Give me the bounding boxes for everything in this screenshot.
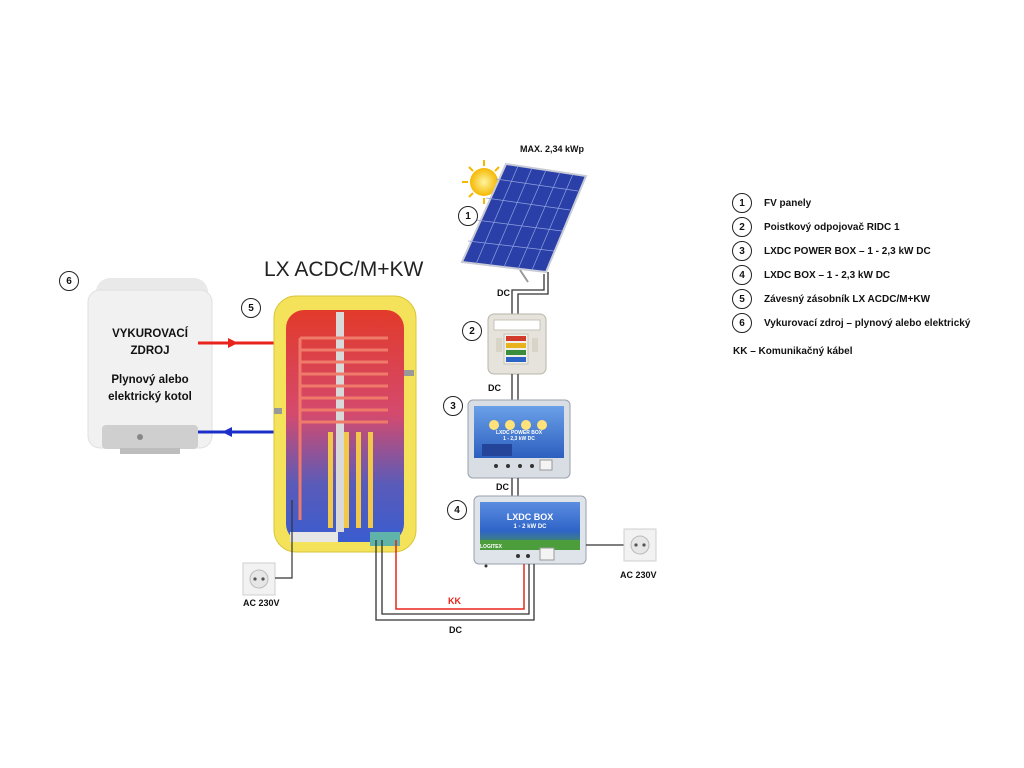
kk-label: KK (448, 596, 461, 606)
ac-socket-right (623, 528, 657, 562)
legend-text: Vykurovací zdroj – plynový alebo elektri… (764, 317, 971, 329)
dc-cable-panel-b (511, 274, 545, 316)
pv-panel (460, 162, 588, 283)
heat-source-line3: Plynový alebo (111, 374, 189, 386)
legend-text: LXDC BOX – 1 - 2,3 kW DC (764, 269, 891, 281)
marker-5: 5 (241, 298, 261, 318)
legend-note: KK – Komunikačný kábel (733, 346, 853, 357)
lxdc-box-range: 1 - 2 kW DC (513, 524, 547, 530)
legend-item-5: 5 Závesný zásobník LX ACDC/M+KW (732, 288, 930, 310)
cold-pipe-arrow (222, 427, 232, 437)
dc-label-powerbox: DC (496, 482, 509, 492)
marker-6: 6 (59, 271, 79, 291)
ac-label-left: AC 230V (243, 598, 280, 608)
power-box-name: LXDC POWER BOX (495, 430, 543, 436)
legend-text: Závesný zásobník LX ACDC/M+KW (764, 293, 931, 305)
heat-source-line2: ZDROJ (130, 345, 170, 357)
water-tank (273, 295, 417, 553)
legend-text: FV panely (764, 197, 812, 209)
fuse-disconnector (487, 313, 547, 375)
lxdc-box (473, 495, 587, 568)
legend-number: 4 (732, 265, 752, 285)
power-box-range: 1 - 2,3 kW DC (503, 436, 535, 442)
marker-2: 2 (462, 321, 482, 341)
legend-number: 6 (732, 313, 752, 333)
legend-number: 2 (732, 217, 752, 237)
marker-4: 4 (447, 500, 467, 520)
dc-cable-panel-a (517, 272, 549, 316)
tank-model-title: LX ACDC/M+KW (264, 258, 424, 281)
power-box-label: LXDC POWER BOX 1 - 2,3 kW DC (474, 430, 564, 442)
ac-socket-left (242, 562, 276, 596)
ac-cable-left (275, 500, 293, 579)
dc-cable-tank-a (381, 540, 530, 615)
dc-cable-tank-b (375, 540, 535, 621)
legend-number: 3 (732, 241, 752, 261)
legend-number: 5 (732, 289, 752, 309)
ac-label-right: AC 230V (620, 570, 657, 580)
lxdc-box-label: LXDC BOX 1 - 2 kW DC (480, 512, 580, 532)
lxdc-box-name: LXDC BOX (506, 512, 554, 522)
legend-item-2: 2 Poistkový odpojovač RIDC 1 (732, 216, 900, 238)
legend-number: 1 (732, 193, 752, 213)
hot-pipe-arrow (228, 338, 238, 348)
lxdc-power-box (467, 399, 571, 479)
dc-label-panel: DC (497, 288, 510, 298)
max-power-label: MAX. 2,34 kWp (520, 144, 585, 154)
heat-source-line4: elektrický kotol (108, 391, 192, 403)
legend-item-3: 3 LXDC POWER BOX – 1 - 2,3 kW DC (732, 240, 931, 262)
sun-icon (462, 160, 506, 204)
marker-1: 1 (458, 206, 478, 226)
legend-item-6: 6 Vykurovací zdroj – plynový alebo elekt… (732, 312, 970, 334)
heat-source-line1: VYKUROVACÍ (112, 328, 188, 340)
legend-item-4: 4 LXDC BOX – 1 - 2,3 kW DC (732, 264, 890, 286)
legend-text: Poistkový odpojovač RIDC 1 (764, 221, 900, 233)
marker-3: 3 (443, 396, 463, 416)
dc-label-bottom: DC (449, 625, 462, 635)
heat-source-title: VYKUROVACÍ ZDROJ (88, 326, 212, 360)
legend-item-1: 1 FV panely (732, 192, 811, 214)
heat-source-boiler (87, 278, 213, 454)
heat-source-subtitle: Plynový alebo elektrický kotol (88, 372, 212, 406)
kk-cable (395, 540, 525, 610)
legend-text: LXDC POWER BOX – 1 - 2,3 kW DC (764, 245, 931, 257)
dc-label-fuse: DC (488, 383, 501, 393)
brand-label: LOGITEX (480, 544, 502, 550)
